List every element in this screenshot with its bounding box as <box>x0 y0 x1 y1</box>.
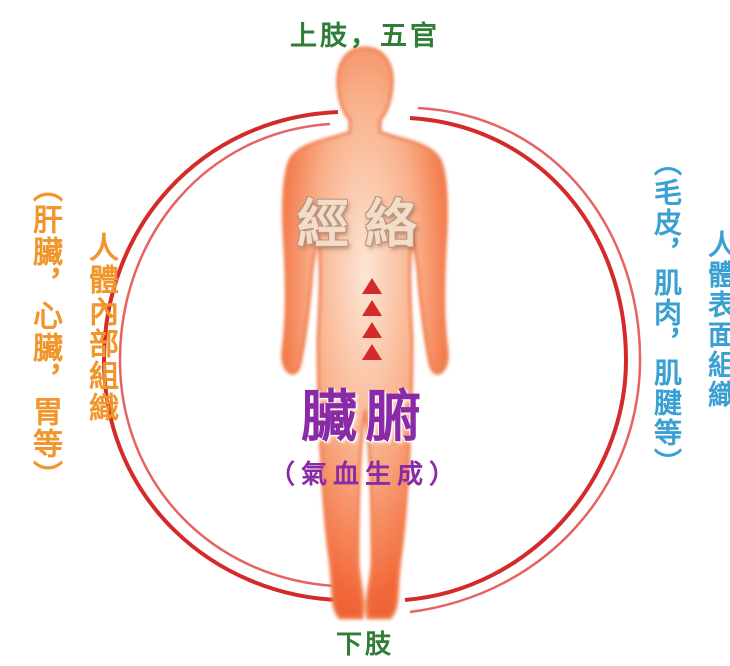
ring-right-arc-outer <box>409 106 642 614</box>
upward-arrow-icon <box>362 344 382 360</box>
ring-left-arc-inner <box>118 122 336 588</box>
internal-tissue-label: 人體內部組織 <box>83 232 118 424</box>
upward-arrow-icon <box>362 322 382 338</box>
qi-blood-generation-label: （氣血生成） <box>268 460 461 490</box>
lower-limbs-label: 下肢 <box>335 630 394 660</box>
surface-tissue-label: 人體表面組織 <box>704 230 730 410</box>
upward-arrows <box>362 278 382 360</box>
ring-right-arc <box>404 116 629 602</box>
meridian-label: 經絡 <box>296 195 433 255</box>
surface-tissue-examples-label: （毛皮，肌肉，肌腱等） <box>650 148 683 478</box>
human-body-silhouette <box>281 46 449 620</box>
circulation-ring <box>101 106 642 614</box>
organs-label: 臟腑 <box>301 385 429 450</box>
upward-arrow-icon <box>362 278 382 294</box>
upward-arrow-icon <box>362 300 382 316</box>
ring-left-arc <box>101 110 341 602</box>
upper-limbs-facial-features-label: 上肢，五官 <box>290 21 440 52</box>
body-glow <box>281 46 449 620</box>
internal-organs-examples-label: （肝臟，心臟，胃等） <box>27 172 62 492</box>
